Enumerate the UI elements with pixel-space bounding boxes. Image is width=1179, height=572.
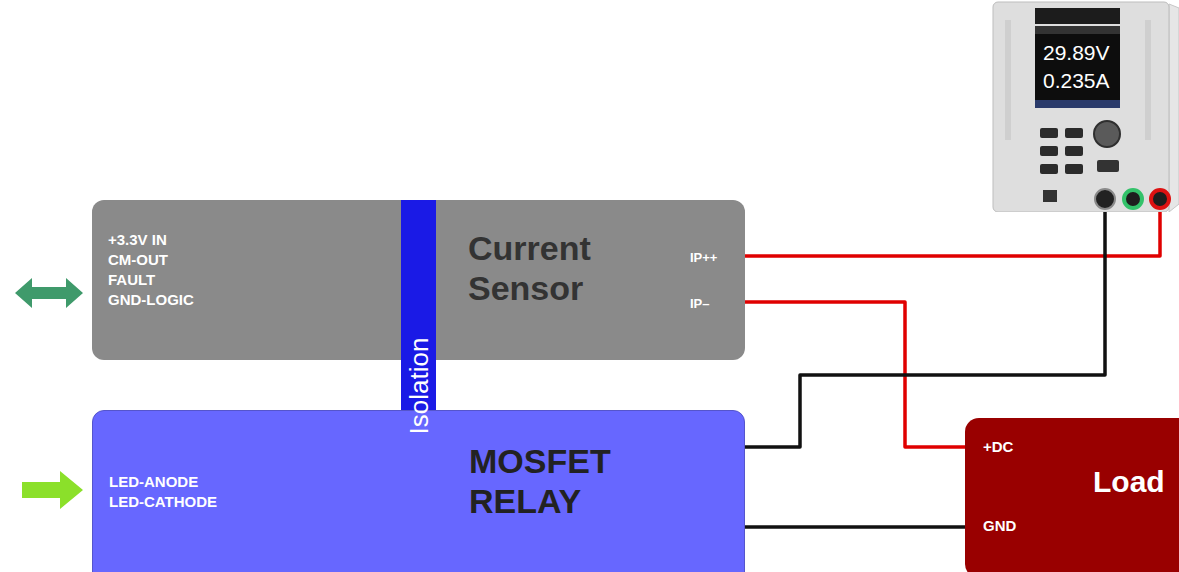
- screen-strip: [1035, 100, 1120, 108]
- input-arrow: [22, 471, 83, 509]
- power-supply: 29.89V 0.235A: [985, 0, 1179, 212]
- pin-name: CM-OUT: [108, 251, 168, 269]
- pin-name: FAULT: [108, 271, 155, 289]
- red-terminal: [1151, 190, 1169, 208]
- wire: [745, 212, 1160, 256]
- voltage-reading: 29.89V: [1043, 40, 1110, 65]
- block-title: Load: [1093, 464, 1165, 500]
- supply-button: [1065, 164, 1083, 174]
- supply-screen: [1035, 26, 1120, 108]
- supply-front: [993, 2, 1169, 212]
- pin-name: IP–: [690, 296, 710, 312]
- supply-side: [1169, 4, 1179, 212]
- pin-name: LED-CATHODE: [109, 493, 217, 511]
- supply-vent: [1005, 20, 1011, 140]
- pin-name: IP++: [690, 250, 717, 266]
- terminal-name: GND: [983, 517, 1016, 535]
- supply-knob: [1094, 121, 1120, 147]
- supply-button: [1040, 128, 1058, 138]
- wire: [745, 525, 965, 529]
- pin-name: +3.3V IN: [108, 231, 167, 249]
- supply-button: [1040, 146, 1058, 156]
- pin-name: LED-ANODE: [109, 473, 198, 491]
- supply-button: [1040, 164, 1058, 174]
- current-reading: 0.235A: [1043, 68, 1110, 93]
- screen-strip: [1035, 26, 1120, 34]
- power-button: [1097, 160, 1119, 172]
- block-title: MOSFET RELAY: [469, 441, 669, 521]
- green-terminal: [1124, 190, 1142, 208]
- isolation-label: Isolation: [403, 338, 434, 435]
- usb-port: [1043, 190, 1057, 202]
- logo-band: [1035, 8, 1120, 24]
- power-supply-illustration: [985, 0, 1179, 212]
- pin-name: GND-LOGIC: [108, 291, 194, 309]
- block-title: Current Sensor: [468, 228, 668, 308]
- supply-button: [1065, 128, 1083, 138]
- terminal-name: +DC: [983, 438, 1013, 456]
- black-terminal: [1095, 189, 1115, 209]
- wire: [745, 212, 1105, 447]
- supply-button: [1065, 146, 1083, 156]
- load-box: +DC LoadGND: [965, 418, 1179, 572]
- supply-vent: [1145, 20, 1151, 140]
- bidirectional-arrow: [15, 278, 83, 308]
